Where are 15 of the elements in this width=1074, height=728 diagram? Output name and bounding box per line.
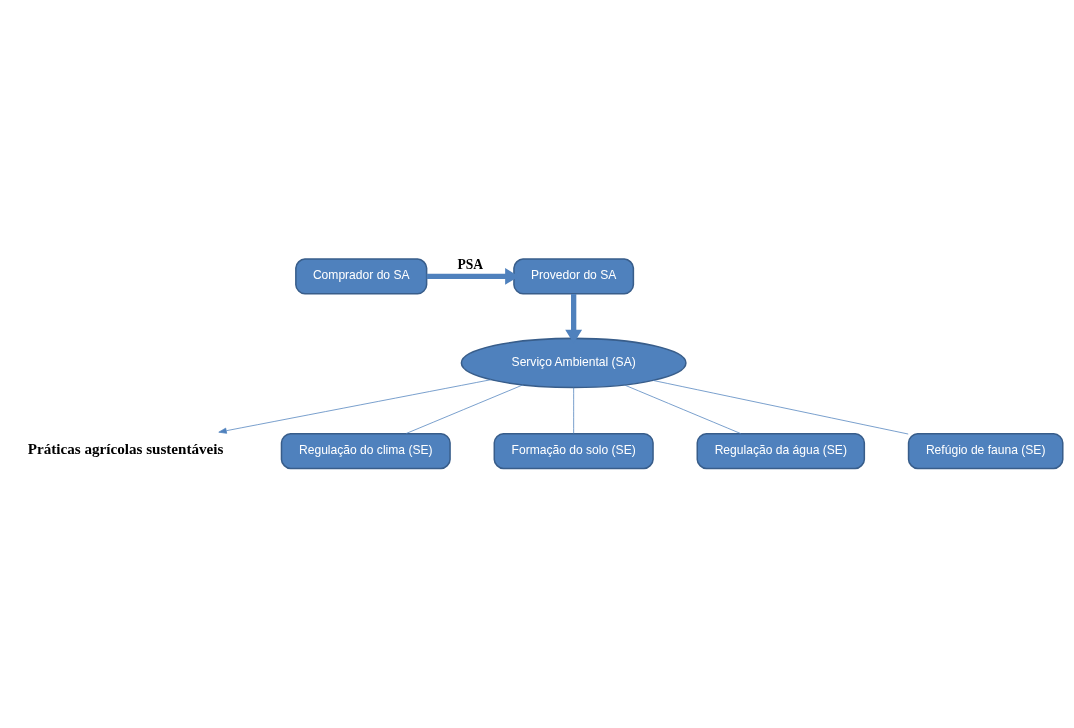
connector — [624, 384, 742, 434]
connector — [573, 386, 575, 434]
node-ellipse: Serviço Ambiental (SA) — [460, 337, 687, 388]
arrow — [565, 293, 583, 343]
node-box: Provedor do SA — [513, 257, 635, 295]
node-box: Regulação do clima (SE) — [280, 432, 451, 469]
edge-label: PSA — [457, 256, 484, 272]
node-box: Formação do solo (SE) — [493, 432, 654, 469]
connector — [405, 384, 524, 434]
node-text: Práticas agrícolas sustentáveis — [27, 440, 224, 457]
node-box: Comprador do SA — [295, 257, 428, 295]
node-box: Refúgio de fauna (SE) — [907, 432, 1064, 469]
arrow — [218, 378, 492, 434]
connector — [652, 379, 909, 434]
node-box: Regulação da água (SE) — [696, 432, 866, 469]
